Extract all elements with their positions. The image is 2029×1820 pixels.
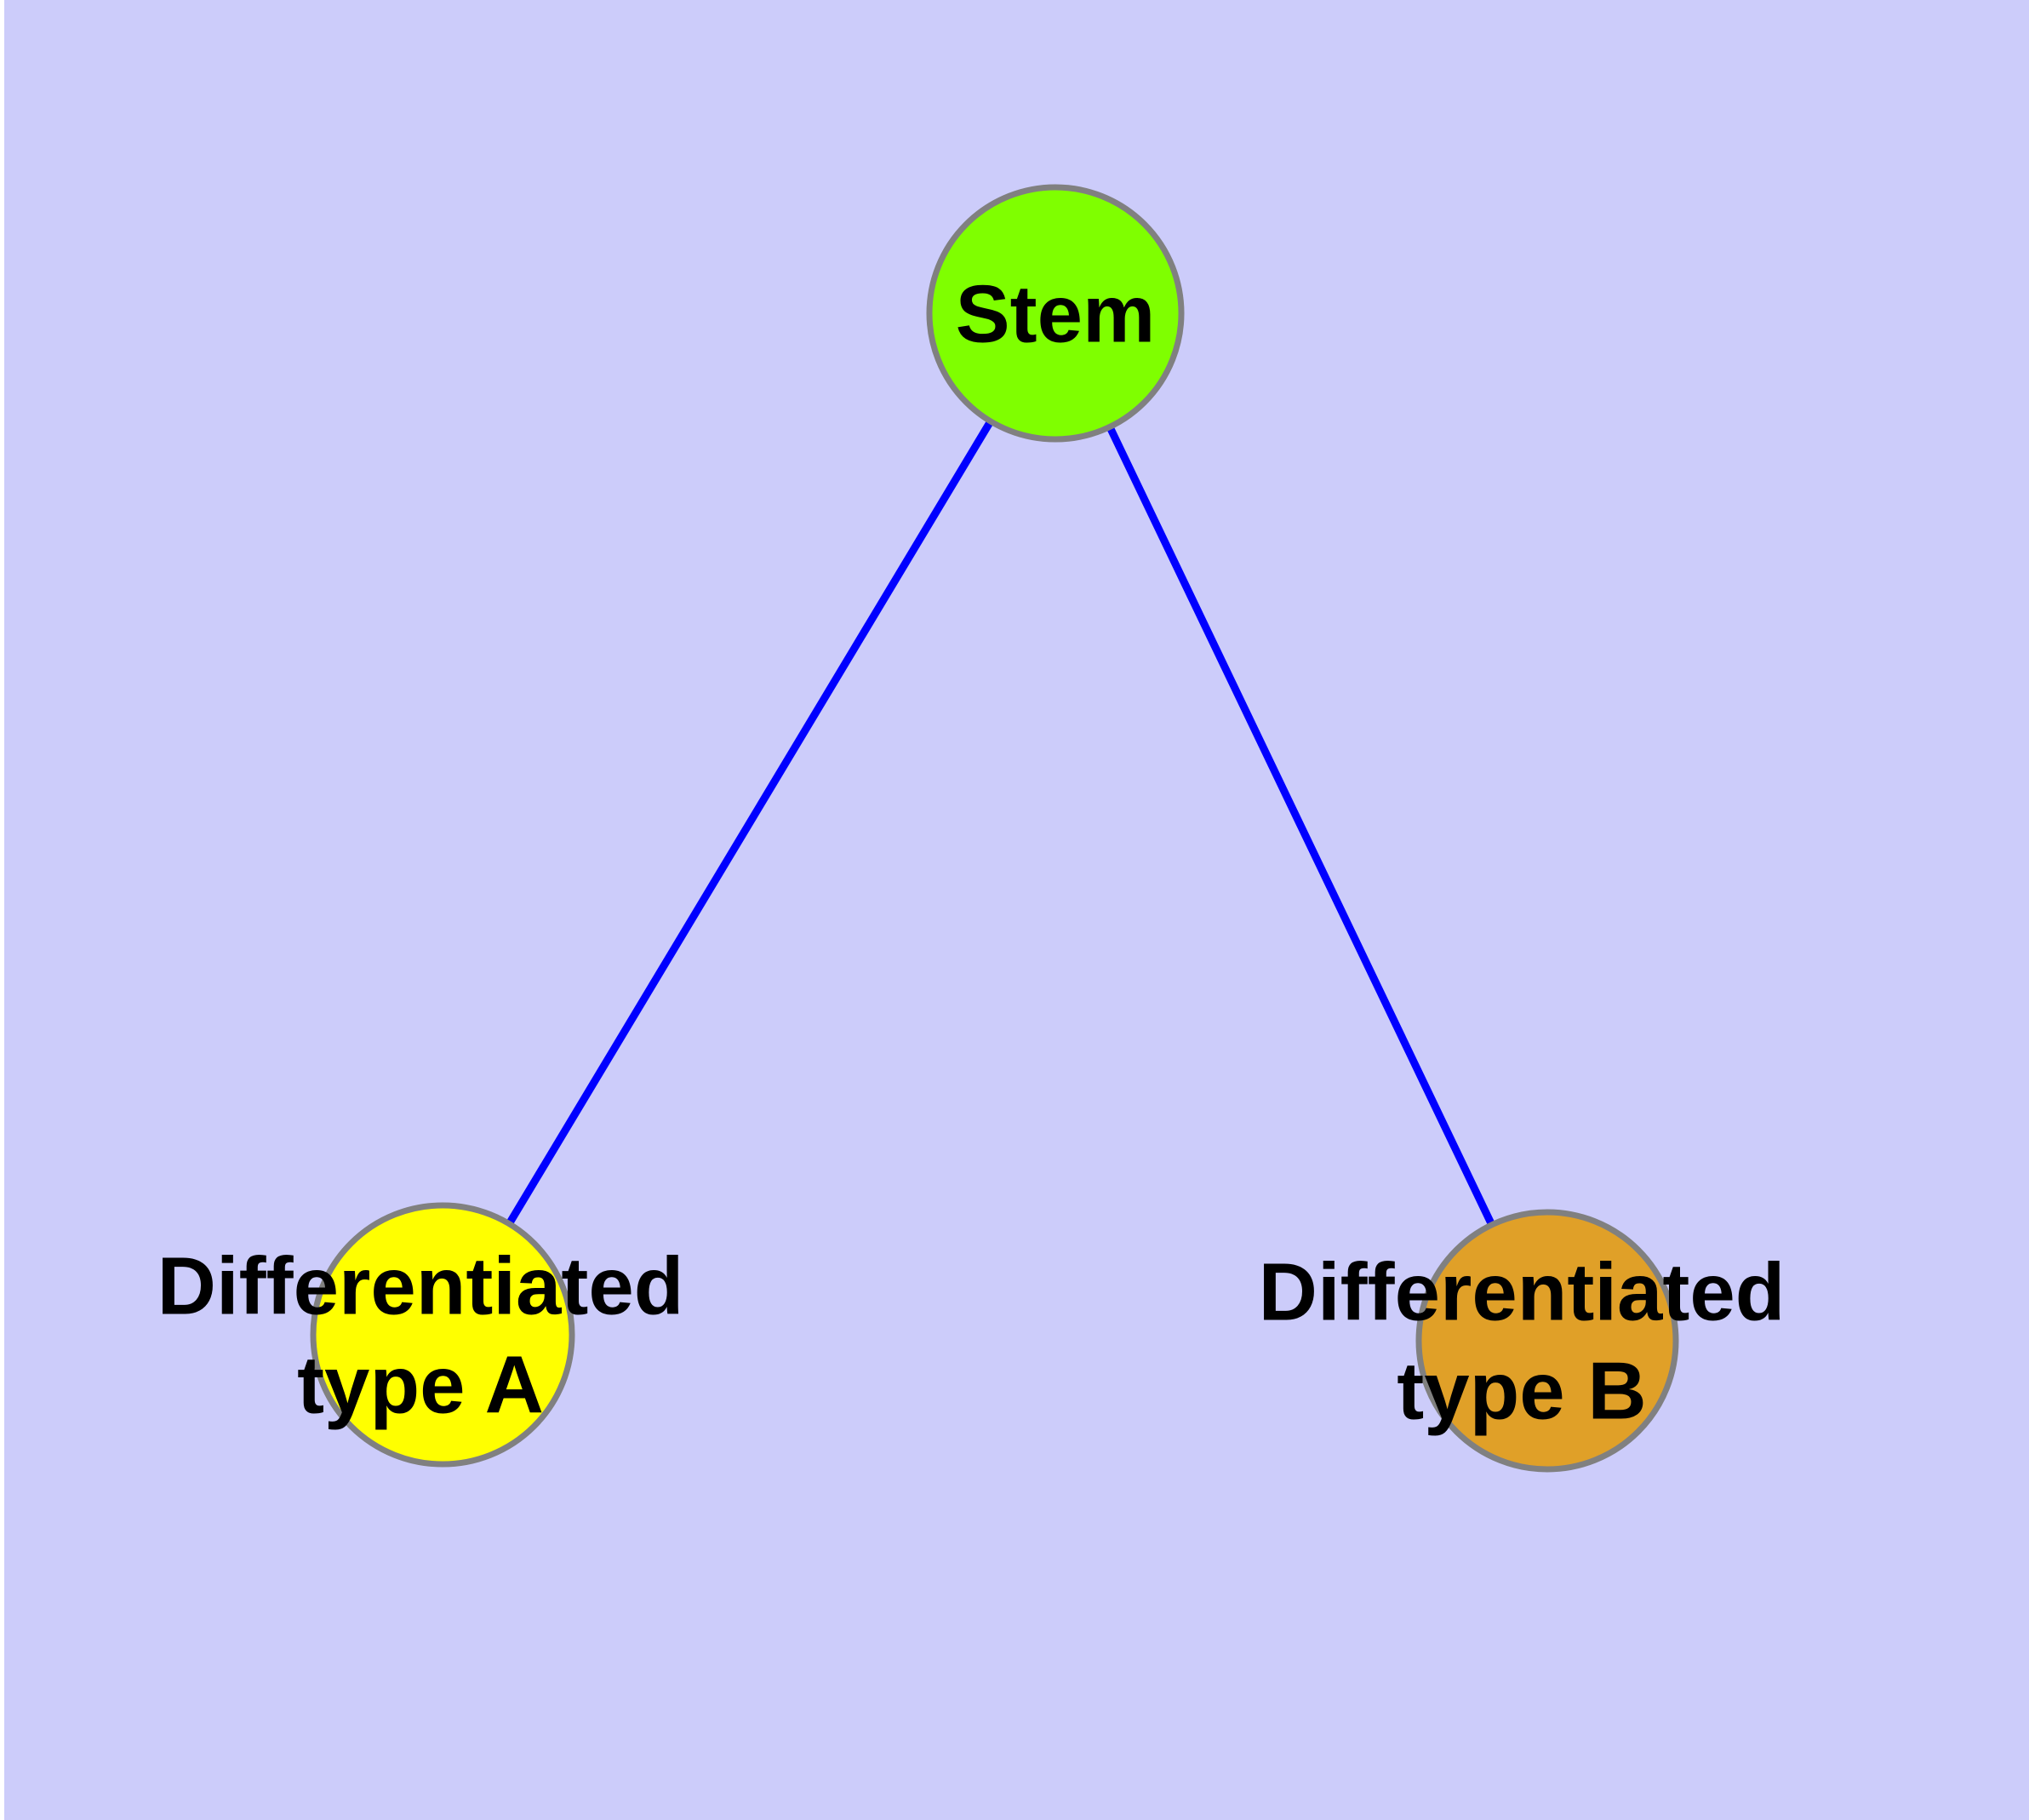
node-stem-circle[interactable] bbox=[926, 184, 1185, 443]
node-differentiated-type-b-label-line1: Differentiated bbox=[1259, 1247, 1786, 1338]
node-differentiated-type-a[interactable]: Differentiated type A bbox=[157, 1202, 684, 1468]
edge-layer bbox=[439, 311, 1552, 1342]
node-differentiated-type-a-circle[interactable] bbox=[310, 1202, 575, 1468]
edge-stem-to-differentiated-type-b[interactable] bbox=[1051, 312, 1552, 1342]
node-differentiated-type-b-circle[interactable] bbox=[1415, 1209, 1679, 1473]
node-stem[interactable]: Stem bbox=[926, 184, 1185, 443]
node-differentiated-type-a-label-line2: type A bbox=[297, 1340, 544, 1431]
edge-stem-to-differentiated-type-a[interactable] bbox=[439, 311, 1059, 1337]
node-layer: Stem Differentiated type A Differentiate… bbox=[157, 184, 1786, 1473]
node-stem-label: Stem bbox=[956, 269, 1156, 360]
node-differentiated-type-a-label-line1: Differentiated bbox=[157, 1241, 684, 1332]
node-differentiated-type-b[interactable]: Differentiated type B bbox=[1259, 1209, 1786, 1473]
node-differentiated-type-b-label-line2: type B bbox=[1397, 1346, 1646, 1437]
